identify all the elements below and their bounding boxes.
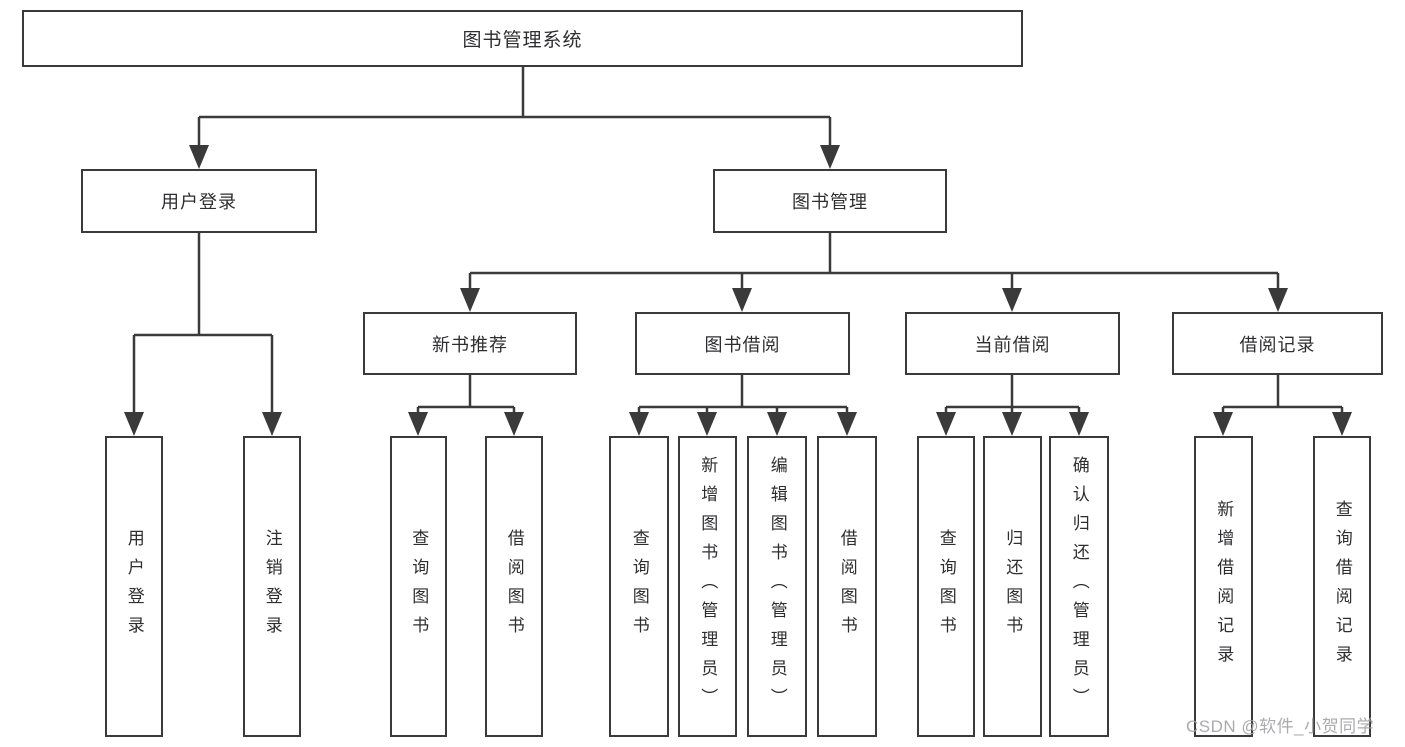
leaf-query-borrow-record: 查询借阅记录 [1313, 436, 1371, 737]
leaf-user-login: 用户登录 [105, 436, 163, 737]
arrowheads [124, 145, 1352, 436]
node-current-borrow-label: 当前借阅 [974, 334, 1051, 355]
node-book-management: 图书管理 [713, 169, 947, 233]
leaf-query-books-borrow-label: 查询图书 [629, 528, 649, 645]
node-root: 图书管理系统 [22, 10, 1023, 67]
leaf-borrow-books-label: 借阅图书 [837, 528, 857, 645]
node-user-login: 用户登录 [81, 169, 317, 233]
leaf-add-borrow-record-label: 新增借阅记录 [1214, 499, 1234, 674]
node-book-management-label: 图书管理 [792, 192, 868, 212]
leaf-borrow-books: 借阅图书 [817, 436, 877, 737]
leaf-confirm-return-admin: 确认归还（管理员） [1049, 436, 1109, 737]
node-borrow-records-label: 借阅记录 [1239, 334, 1316, 355]
leaf-add-borrow-record: 新增借阅记录 [1194, 436, 1253, 737]
leaf-query-borrow-record-label: 查询借阅记录 [1332, 499, 1352, 674]
leaf-add-books-admin-label: 新增图书（管理员） [698, 456, 718, 717]
node-book-borrow-label: 图书借阅 [704, 334, 781, 355]
leaf-borrow-books-recommend-label: 借阅图书 [504, 528, 524, 645]
leaf-logout-label: 注销登录 [262, 528, 282, 645]
node-new-book-recommend: 新书推荐 [363, 312, 577, 375]
leaf-query-books-current-label: 查询图书 [936, 528, 956, 645]
leaf-return-books: 归还图书 [983, 436, 1042, 737]
node-current-borrow: 当前借阅 [905, 312, 1120, 375]
node-root-label: 图书管理系统 [462, 30, 583, 51]
leaf-query-books-current: 查询图书 [917, 436, 975, 737]
leaf-query-books-recommend: 查询图书 [390, 436, 447, 737]
leaf-add-books-admin: 新增图书（管理员） [678, 436, 737, 737]
leaf-return-books-label: 归还图书 [1003, 528, 1023, 645]
node-book-borrow: 图书借阅 [635, 312, 850, 375]
node-new-book-recommend-label: 新书推荐 [432, 334, 508, 355]
leaf-query-books-recommend-label: 查询图书 [409, 528, 429, 645]
node-user-login-label: 用户登录 [161, 192, 237, 212]
node-borrow-records: 借阅记录 [1172, 312, 1383, 375]
leaf-edit-books-admin-label: 编辑图书（管理员） [767, 456, 787, 717]
leaf-query-books-borrow: 查询图书 [609, 436, 669, 737]
leaf-user-login-label: 用户登录 [124, 528, 144, 645]
leaf-logout: 注销登录 [243, 436, 301, 737]
leaf-edit-books-admin: 编辑图书（管理员） [747, 436, 807, 737]
leaf-confirm-return-admin-label: 确认归还（管理员） [1069, 456, 1089, 717]
leaf-borrow-books-recommend: 借阅图书 [485, 436, 543, 737]
csdn-watermark: CSDN @软件_小贺同学 [1186, 717, 1375, 736]
